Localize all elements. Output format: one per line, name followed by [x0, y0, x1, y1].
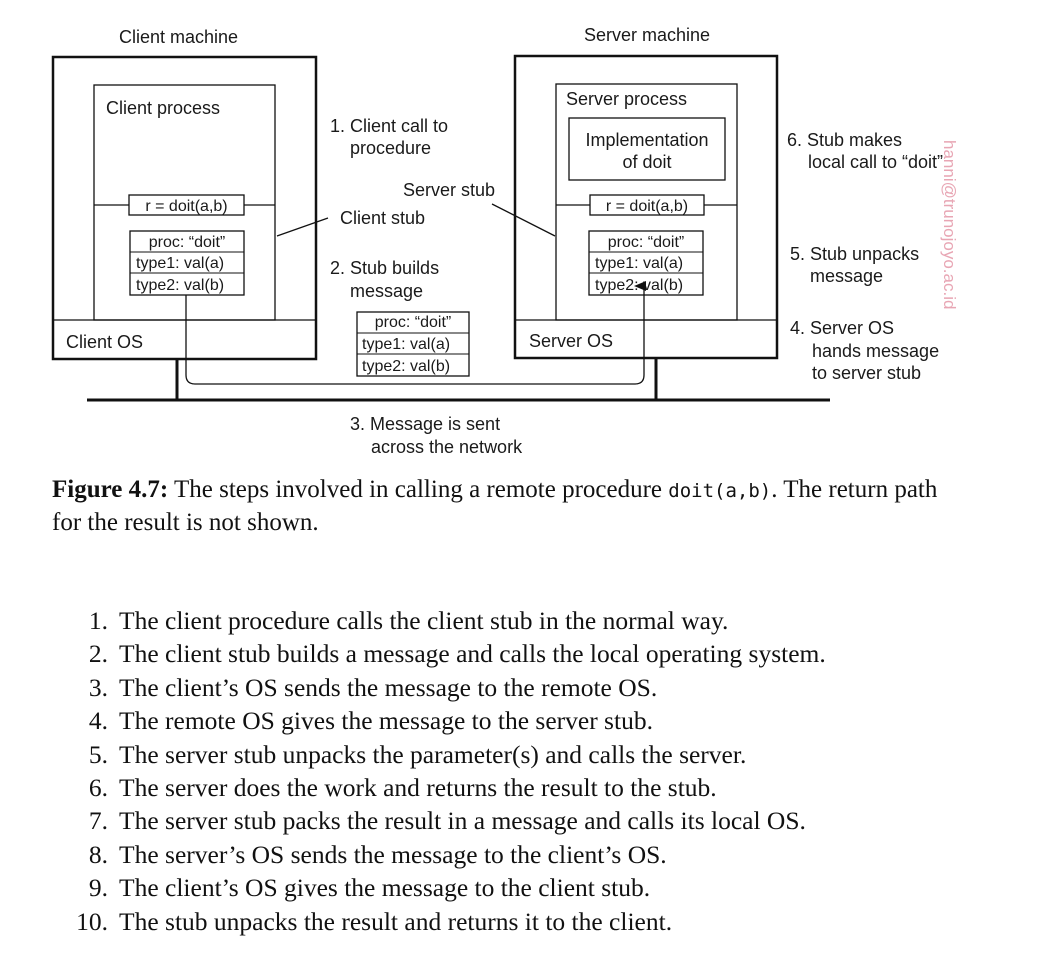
client-message: proc: “doit” type1: val(a) type2: val(b)	[129, 230, 245, 296]
step6-line1: 6. Stub makes	[787, 130, 902, 150]
client-stub-pointer	[276, 217, 329, 237]
list-item-text: The server stub packs the result in a me…	[119, 806, 806, 836]
server-stub-label: Server stub	[403, 180, 495, 200]
client-process-label: Client process	[106, 98, 220, 118]
list-item-number: 9.	[88, 873, 108, 903]
list-item-text: The server’s OS sends the message to the…	[119, 839, 667, 869]
list-item-text: The server stub unpacks the parameter(s)…	[119, 739, 747, 769]
server-message-type2: type2: val(b)	[595, 277, 683, 294]
step2-line2: message	[350, 281, 423, 301]
rpc-diagram: Client machine Client OS Client process …	[51, 25, 959, 457]
watermark-text: hanni@trunojoyo.ac.id	[940, 140, 959, 309]
list-item-number: 1.	[88, 606, 108, 635]
server-call-box	[589, 194, 705, 216]
client-call-text: r = doit(a,b)	[145, 198, 227, 215]
list-item-number: 2.	[88, 639, 108, 669]
list-item: 3. The client’s OS sends the message to t…	[52, 671, 992, 704]
client-process-box	[93, 84, 276, 321]
list-item: 7. The server stub packs the result in a …	[52, 804, 992, 837]
list-item-text: The client procedure calls the client st…	[119, 606, 729, 635]
client-machine-box	[51, 55, 318, 361]
step3-line1: 3. Message is sent	[350, 414, 500, 434]
caption-code: doit(a,b)	[668, 480, 772, 502]
list-item: 4. The remote OS gives the message to the…	[52, 704, 992, 737]
implementation-line1: Implementation	[585, 130, 708, 150]
message-path-arrow	[185, 281, 646, 385]
list-item-number: 6.	[88, 772, 108, 802]
implementation-box	[568, 117, 726, 181]
list-item: 5. The server stub unpacks the parameter(…	[52, 738, 992, 771]
caption-text-after: . The return path for the result is not …	[52, 476, 938, 536]
list-item-text: The client’s OS sends the message to the…	[119, 672, 658, 702]
list-item-number: 3.	[88, 672, 108, 702]
list-item: 6. The server does the work and returns t…	[52, 771, 992, 804]
step4-line2: hands message	[812, 341, 939, 361]
caption-label: Figure 4.7:	[52, 476, 169, 503]
server-call-text: r = doit(a,b)	[606, 198, 688, 215]
server-os-label: Server OS	[529, 331, 613, 351]
client-message-proc: proc: “doit”	[149, 234, 225, 251]
list-item: 9. The client’s OS gives the message to t…	[52, 871, 992, 904]
list-item-text: The server does the work and returns the…	[119, 772, 717, 802]
list-item: 2. The client stub builds a message and c…	[52, 637, 992, 670]
step2-line1: 2. Stub builds	[330, 258, 439, 278]
step5-line2: message	[810, 266, 883, 286]
step3-line2: across the network	[371, 437, 523, 457]
server-machine-label: Server machine	[584, 25, 710, 45]
caption-text-before: The steps involved in calling a remote p…	[168, 476, 669, 503]
transit-message: proc: “doit” type1: val(a) type2: val(b)	[356, 311, 470, 377]
step1-line1: 1. Client call to	[330, 116, 448, 136]
list-item-number: 10.	[76, 906, 108, 936]
server-stub-pointer	[491, 203, 556, 237]
client-machine-label: Client machine	[119, 27, 238, 47]
list-item-number: 8.	[88, 839, 108, 869]
server-message-proc: proc: “doit”	[608, 234, 684, 251]
client-stub-label: Client stub	[340, 208, 425, 228]
client-call-box	[128, 194, 245, 216]
transit-message-type2: type2: val(b)	[362, 358, 450, 375]
step1-line2: procedure	[350, 138, 431, 158]
server-message-type1: type1: val(a)	[595, 255, 683, 272]
list-item-number: 4.	[88, 706, 108, 736]
step6-line2: local call to “doit”	[808, 152, 943, 172]
transit-message-proc: proc: “doit”	[375, 314, 451, 331]
transit-message-type1: type1: val(a)	[362, 336, 450, 353]
implementation-line2: of doit	[622, 152, 671, 172]
server-machine-box	[513, 54, 779, 360]
client-os-label: Client OS	[66, 332, 143, 352]
client-message-type2: type2: val(b)	[136, 277, 224, 294]
steps-list: 1. The client procedure calls the client …	[52, 604, 992, 938]
list-item-text: The client’s OS gives the message to the…	[119, 873, 651, 903]
server-message: proc: “doit” type1: val(a) type2: val(b)	[588, 230, 704, 296]
step4-line3: to server stub	[812, 363, 921, 383]
list-item: 10. The stub unpacks the result and retur…	[52, 905, 992, 938]
step4-line1: 4. Server OS	[790, 318, 894, 338]
list-item-text: The client stub builds a message and cal…	[119, 639, 826, 669]
list-item-number: 5.	[88, 739, 108, 769]
server-process-label: Server process	[566, 89, 687, 109]
list-item-text: The stub unpacks the result and returns …	[119, 906, 673, 936]
list-item-number: 7.	[88, 806, 108, 836]
client-message-type1: type1: val(a)	[136, 255, 224, 272]
list-item: 1. The client procedure calls the client …	[52, 604, 992, 637]
server-process-box	[555, 83, 738, 321]
figure-caption: Figure 4.7: The steps involved in callin…	[52, 474, 972, 538]
step5-line1: 5. Stub unpacks	[790, 244, 919, 264]
list-item-text: The remote OS gives the message to the s…	[119, 706, 653, 736]
list-item: 8. The server’s OS sends the message to t…	[52, 838, 992, 871]
